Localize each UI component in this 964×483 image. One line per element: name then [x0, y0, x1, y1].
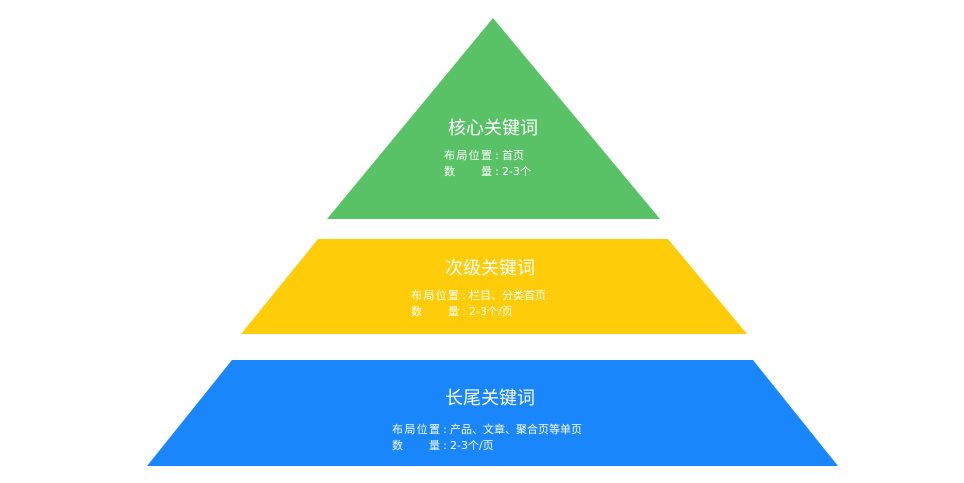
placement-label: 布局位置 [392, 423, 440, 436]
tier-core-placement-row: 布局位置 : 首页 [444, 148, 531, 164]
quantity-label: 数 量 [411, 305, 459, 318]
tier-secondary-info: 布局位置 : 栏目、分类首页 数 量 : 2-3个/页 [411, 288, 546, 320]
placement-value: 栏目、分类首页 [469, 289, 546, 302]
tier-core-quantity-row: 数 量 : 2-3个 [444, 164, 531, 180]
separator: : [495, 165, 499, 178]
tier-longtail-quantity-row: 数 量 : 2-3个/页 [392, 438, 582, 454]
tier-longtail-info: 布局位置 : 产品、文章、聚合页等单页 数 量 : 2-3个/页 [392, 422, 582, 454]
quantity-value: 2-3个/页 [450, 439, 494, 452]
quantity-value: 2-3个/页 [469, 305, 513, 318]
separator: : [443, 439, 447, 452]
tier-longtail-placement-row: 布局位置 : 产品、文章、聚合页等单页 [392, 422, 582, 438]
placement-value: 产品、文章、聚合页等单页 [450, 423, 582, 436]
separator: : [443, 423, 447, 436]
tier-secondary-placement-row: 布局位置 : 栏目、分类首页 [411, 288, 546, 304]
tier-longtail-trapezoid [147, 360, 838, 466]
tier-core-triangle [327, 18, 660, 219]
quantity-value: 2-3个 [502, 165, 531, 178]
tier-secondary-trapezoid [241, 239, 747, 334]
tier-secondary-title: 次级关键词 [445, 258, 535, 279]
quantity-label: 数 量 [444, 165, 492, 178]
separator: : [495, 149, 499, 162]
placement-value: 首页 [502, 149, 524, 162]
tier-core-info: 布局位置 : 首页 数 量 : 2-3个 [444, 148, 531, 180]
tier-longtail-title: 长尾关键词 [445, 388, 535, 409]
placement-label: 布局位置 [444, 149, 492, 162]
tier-secondary-quantity-row: 数 量 : 2-3个/页 [411, 304, 546, 320]
placement-label: 布局位置 [411, 289, 459, 302]
tier-core-title: 核心关键词 [448, 118, 538, 139]
separator: : [462, 289, 466, 302]
separator: : [462, 305, 466, 318]
quantity-label: 数 量 [392, 439, 440, 452]
